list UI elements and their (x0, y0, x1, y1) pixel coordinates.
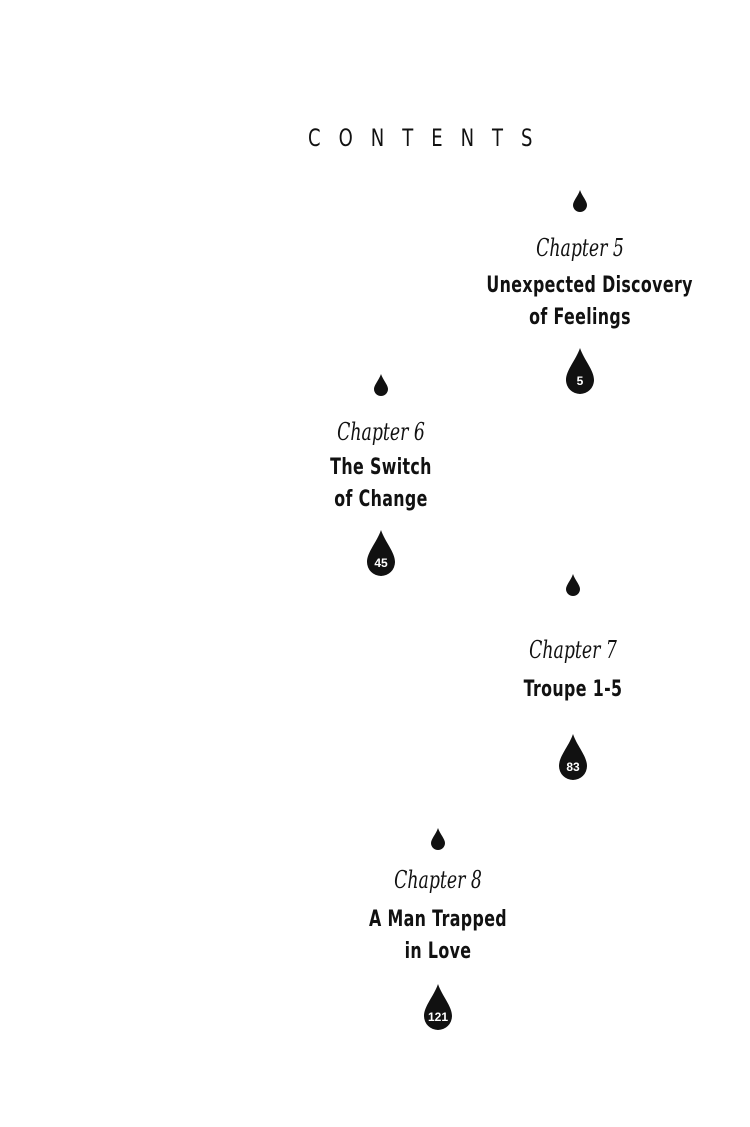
drop-icon (431, 828, 445, 850)
contents-heading: CONTENTS (308, 124, 551, 152)
chapter-title: of Change (334, 487, 428, 512)
page-number: 5 (576, 374, 584, 388)
chapter-title: Troupe 1-5 (523, 677, 623, 702)
page-number-drop: 45 (367, 530, 395, 576)
chapter-title: of Feelings (529, 305, 631, 330)
chapter-label: Chapter 5 (536, 234, 624, 262)
page-number-drop: 5 (566, 348, 594, 394)
drop-icon (566, 574, 580, 596)
page-number: 121 (427, 1010, 449, 1024)
page-number: 83 (566, 760, 580, 774)
drop-icon (573, 190, 587, 212)
page-number-drop: 83 (559, 734, 587, 780)
chapter-title: A Man Trapped (368, 907, 508, 932)
chapter-title: The Switch (330, 455, 432, 480)
chapter-7-entry[interactable]: Chapter 7 Troupe 1-5 83 (443, 574, 703, 780)
chapter-label: Chapter 8 (394, 866, 482, 894)
chapter-8-entry[interactable]: Chapter 8 A Man Trapped in Love 121 (308, 828, 568, 1030)
chapter-label: Chapter 6 (337, 418, 425, 446)
drop-icon (374, 374, 388, 396)
page-number: 45 (374, 556, 388, 570)
page-number-drop: 121 (424, 984, 452, 1030)
chapter-label: Chapter 7 (529, 636, 617, 664)
chapter-5-entry[interactable]: Chapter 5 Unexpected Discovery of Feelin… (450, 190, 710, 394)
chapter-6-entry[interactable]: Chapter 6 The Switch of Change 45 (251, 374, 511, 576)
chapter-title: Unexpected Discovery (486, 273, 693, 298)
chapter-title: in Love (404, 939, 472, 964)
